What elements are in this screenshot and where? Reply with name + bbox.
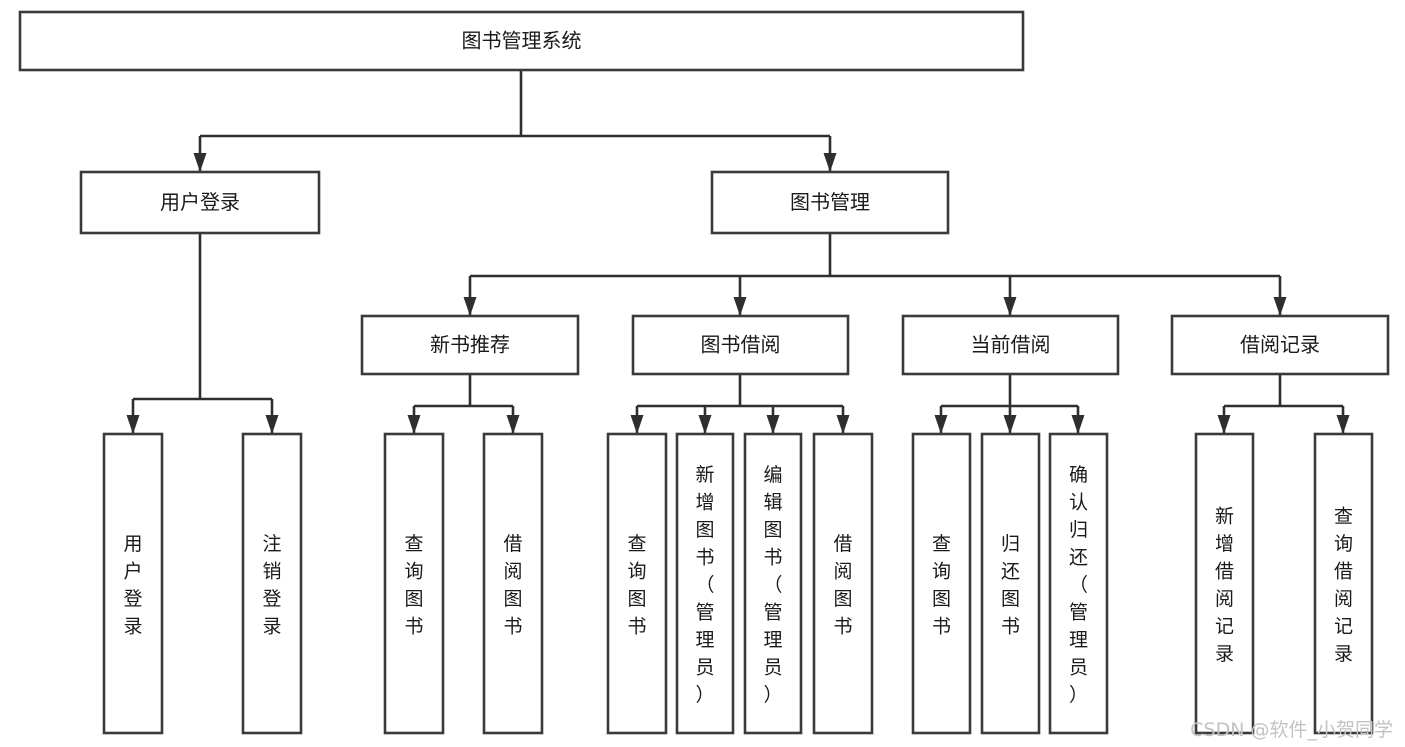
node-borrow-record[interactable]: 借阅记录 — [1170, 314, 1390, 376]
node-leaf-return-book[interactable]: 归还图书 — [980, 432, 1041, 735]
node-layer: 图书管理系统用户登录图书管理新书推荐图书借阅当前借阅借阅记录用户登录注销登录查询… — [18, 10, 1390, 735]
arrow-head-icon — [836, 415, 850, 434]
arrow-head-icon — [1071, 415, 1085, 434]
node-leaf-edit-book[interactable]: 编辑图书（管理员） — [743, 432, 803, 735]
arrow-head-icon — [1003, 297, 1017, 316]
node-leaf-borrow-book-2[interactable]: 借阅图书 — [812, 432, 874, 735]
node-current-borrow[interactable]: 当前借阅 — [901, 314, 1120, 376]
node-new-book-recommend[interactable]: 新书推荐 — [360, 314, 580, 376]
connector-group — [407, 374, 520, 434]
node-leaf-borrow-book-1[interactable]: 借阅图书 — [482, 432, 544, 735]
connector-layer — [126, 70, 1350, 434]
node-box[interactable] — [79, 170, 321, 235]
arrow-head-icon — [1217, 415, 1231, 434]
node-label: 编辑图书（管理员） — [763, 464, 782, 706]
arrow-head-icon — [193, 153, 207, 172]
node-box[interactable] — [901, 314, 1120, 376]
connector-group — [463, 233, 1287, 316]
node-box[interactable] — [241, 432, 303, 735]
node-book-borrow[interactable]: 图书借阅 — [631, 314, 850, 376]
arrow-head-icon — [934, 415, 948, 434]
node-label: 查询图书 — [627, 533, 646, 638]
node-box[interactable] — [18, 10, 1025, 72]
node-label: 确认归还（管理员） — [1069, 464, 1088, 706]
node-label: 当前借阅 — [971, 333, 1051, 357]
node-box[interactable] — [812, 432, 874, 735]
arrow-head-icon — [1003, 415, 1017, 434]
node-box[interactable] — [1313, 432, 1374, 735]
node-box[interactable] — [710, 170, 950, 235]
node-leaf-query-record[interactable]: 查询借阅记录 — [1313, 432, 1374, 735]
arrow-head-icon — [463, 297, 477, 316]
arrow-head-icon — [630, 415, 644, 434]
node-box[interactable] — [360, 314, 580, 376]
node-leaf-confirm-return[interactable]: 确认归还（管理员） — [1048, 432, 1109, 735]
node-label: 查询图书 — [404, 533, 423, 638]
arrow-head-icon — [506, 415, 520, 434]
node-box[interactable] — [631, 314, 850, 376]
arrow-head-icon — [766, 415, 780, 434]
node-box[interactable] — [383, 432, 445, 735]
arrow-head-icon — [1273, 297, 1287, 316]
arrow-head-icon — [407, 415, 421, 434]
node-label: 查询图书 — [932, 533, 951, 638]
node-leaf-add-record[interactable]: 新增借阅记录 — [1194, 432, 1255, 735]
node-label: 图书借阅 — [701, 333, 781, 357]
node-root[interactable]: 图书管理系统 — [18, 10, 1025, 72]
node-label: 新书推荐 — [430, 333, 510, 357]
connector-group — [630, 374, 850, 434]
node-label: 新增图书（管理员） — [695, 464, 714, 706]
node-leaf-query-book-3[interactable]: 查询图书 — [911, 432, 972, 735]
node-box[interactable] — [911, 432, 972, 735]
arrow-head-icon — [823, 153, 837, 172]
node-label: 借阅记录 — [1240, 333, 1320, 357]
arrow-head-icon — [265, 415, 279, 434]
connector-group — [934, 374, 1085, 434]
node-label: 借阅图书 — [503, 533, 522, 638]
node-box[interactable] — [980, 432, 1041, 735]
arrow-head-icon — [126, 415, 140, 434]
arrow-head-icon — [733, 297, 747, 316]
node-label: 用户登录 — [160, 190, 240, 214]
node-label: 图书管理系统 — [462, 29, 582, 53]
node-leaf-user-login[interactable]: 用户登录 — [102, 432, 164, 735]
node-box[interactable] — [606, 432, 668, 735]
node-label: 图书管理 — [790, 190, 870, 214]
node-box[interactable] — [1194, 432, 1255, 735]
node-book-manage[interactable]: 图书管理 — [710, 170, 950, 235]
connector-group — [1217, 374, 1350, 434]
node-box[interactable] — [1170, 314, 1390, 376]
node-leaf-logout-login[interactable]: 注销登录 — [241, 432, 303, 735]
node-box[interactable] — [102, 432, 164, 735]
node-label: 注销登录 — [262, 533, 281, 638]
csdn-watermark: CSDN @软件_小贺同学 — [1190, 719, 1393, 741]
node-box[interactable] — [482, 432, 544, 735]
node-label: 用户登录 — [123, 533, 142, 638]
arrow-head-icon — [1336, 415, 1350, 434]
node-box[interactable] — [743, 432, 803, 735]
node-label: 查询借阅记录 — [1334, 505, 1353, 665]
node-box[interactable] — [1048, 432, 1109, 735]
node-label: 借阅图书 — [833, 533, 852, 638]
node-leaf-add-book[interactable]: 新增图书（管理员） — [675, 432, 735, 735]
node-leaf-query-book-2[interactable]: 查询图书 — [606, 432, 668, 735]
node-leaf-query-book-1[interactable]: 查询图书 — [383, 432, 445, 735]
node-box[interactable] — [675, 432, 735, 735]
node-user-login[interactable]: 用户登录 — [79, 170, 321, 235]
connector-group — [126, 233, 279, 434]
node-label: 归还图书 — [1001, 533, 1020, 638]
arrow-head-icon — [698, 415, 712, 434]
connector-group — [193, 70, 837, 172]
node-label: 新增借阅记录 — [1215, 505, 1234, 665]
